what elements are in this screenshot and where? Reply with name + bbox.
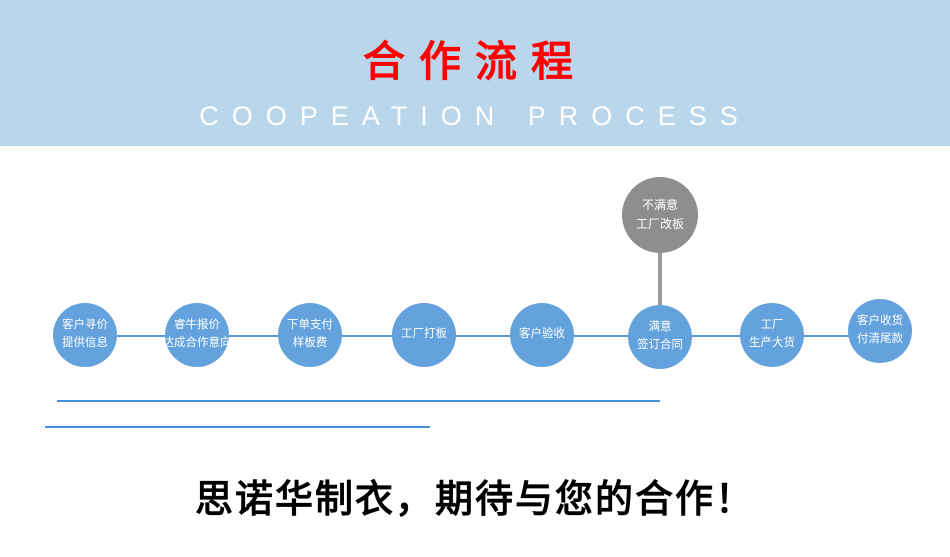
flow-step-4-sample-making: 工厂打板	[392, 303, 456, 367]
flow-step-label: 睿牛报价	[174, 319, 220, 332]
flow-connector-line	[85, 335, 880, 337]
flow-step-label: 客户收货	[857, 315, 903, 328]
flow-step-1-inquiry: 客户寻价 提供信息	[53, 303, 117, 367]
flow-step-7-bulk-production: 工厂 生产大货	[740, 303, 804, 367]
flow-branch-node-rework: 不满意 工厂改板	[622, 177, 698, 253]
banner: 合作流程 COOPEATION PROCESS	[0, 0, 950, 146]
branch-connector-line	[658, 253, 662, 305]
flow-step-label: 满意	[648, 321, 672, 334]
underline-short	[45, 426, 430, 428]
flow-step-label: 样板费	[292, 337, 328, 349]
flow-branch-label: 工厂改板	[635, 217, 684, 231]
flow-step-label: 客户寻价	[62, 319, 108, 332]
flow-step-3-sample-fee: 下单支付 样板费	[278, 303, 342, 367]
flow-step-label: 生产大货	[749, 337, 795, 349]
flow-step-label: 签订合同	[637, 339, 683, 351]
flow-step-6-sign-contract: 满意 签订合同	[628, 305, 692, 369]
flow-step-label: 达成合作意向	[162, 337, 232, 349]
flow-step-label: 客户验收	[519, 328, 565, 341]
flow-step-label: 下单支付	[287, 319, 333, 332]
flow-branch-label: 不满意	[641, 197, 678, 212]
flow-step-5-acceptance: 客户验收	[510, 303, 574, 367]
flow-step-label: 付清尾款	[857, 333, 903, 345]
flow-step-8-final-payment: 客户收货 付清尾款	[848, 299, 912, 363]
flow-step-label: 工厂打板	[401, 328, 447, 341]
page-title: 合作流程	[362, 38, 587, 85]
flow-step-label: 提供信息	[62, 337, 108, 349]
underline-long	[57, 400, 660, 402]
page-subtitle: COOPEATION PROCESS	[199, 101, 751, 131]
flow-step-label: 工厂	[760, 319, 784, 332]
slogan-text: 思诺华制衣，期待与您的合作！	[194, 479, 755, 521]
flow-step-2-quote: 睿牛报价 达成合作意向	[162, 303, 232, 367]
flow-diagram: 不满意 工厂改板 客户寻价 提供信息 睿牛报价 达成合作意向 下单支付 样板费 …	[0, 146, 950, 426]
